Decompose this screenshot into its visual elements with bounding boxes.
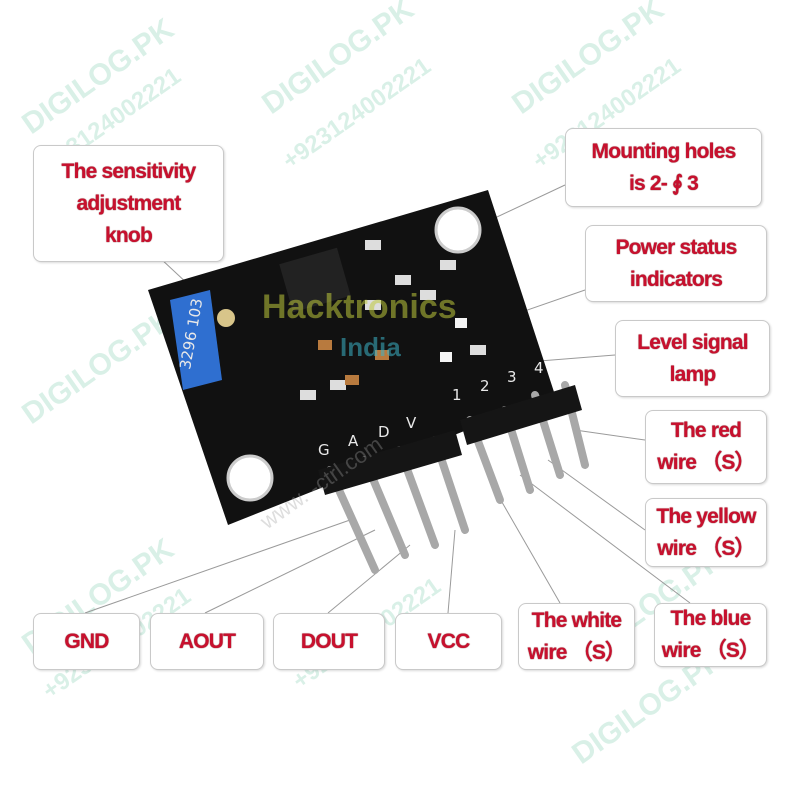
power-led <box>455 318 467 328</box>
label-text: Mounting holes <box>591 139 737 163</box>
label-text: adjustment <box>76 191 181 215</box>
label-text: lamp <box>669 362 717 386</box>
pin-label-4: 4 <box>534 359 544 377</box>
header-block-right <box>460 385 582 445</box>
label-red-wire: The red wire （S） <box>645 410 767 484</box>
label-vcc: VCC <box>395 613 502 670</box>
mounting-hole <box>226 454 274 502</box>
label-text: The sensitivity <box>61 159 197 183</box>
level-signal-led <box>440 352 452 362</box>
label-mounting-holes: Mounting holes is 2- ∮ 3 <box>565 128 762 207</box>
label-text: indicators <box>629 267 723 291</box>
pcb-board <box>148 190 555 525</box>
label-text: wire （S） <box>657 451 755 474</box>
label-gnd: GND <box>33 613 140 670</box>
label-text: The blue <box>670 607 752 630</box>
pin-label-v: V <box>406 414 417 432</box>
label-yellow-wire: The yellow wire （S） <box>645 498 767 567</box>
label-sensitivity-knob: The sensitivity adjustment knob <box>33 145 224 262</box>
label-text: AOUT <box>178 629 236 653</box>
mounting-hole <box>434 206 482 254</box>
label-text: wire （S） <box>527 640 626 664</box>
smd-components <box>300 240 486 400</box>
pin-label-a: A <box>348 432 359 450</box>
potentiometer-screw <box>217 309 235 327</box>
header-block-left <box>318 430 462 495</box>
pin-label-d: D <box>378 423 390 441</box>
pin-label-g: G <box>318 441 330 459</box>
label-text: wire （S） <box>661 639 760 662</box>
leader-lines <box>84 184 691 614</box>
chip <box>279 247 351 313</box>
label-text: The white <box>531 608 622 632</box>
label-text: DOUT <box>300 629 358 653</box>
label-text: Level signal <box>637 330 748 354</box>
pin-label-1: 1 <box>452 386 462 404</box>
label-text: The yellow <box>656 504 756 528</box>
pin-label-2: 2 <box>480 377 490 395</box>
capacitors <box>318 340 389 385</box>
label-power-status: Power status indicators <box>585 225 767 302</box>
label-text: VCC <box>427 629 471 653</box>
label-text: GND <box>64 629 109 653</box>
label-text: knob <box>105 223 153 247</box>
label-text: wire （S） <box>657 536 755 560</box>
label-blue-wire: The blue wire （S） <box>654 603 767 667</box>
label-level-signal: Level signal lamp <box>615 320 770 397</box>
pin-label-3: 3 <box>507 368 517 386</box>
label-white-wire: The white wire （S） <box>518 603 635 670</box>
potentiometer <box>170 290 222 390</box>
watermark-overlay: India <box>340 332 401 362</box>
label-aout: AOUT <box>150 613 264 670</box>
label-text: Power status <box>615 235 737 259</box>
watermark-overlay: Hacktronics <box>262 288 457 326</box>
label-dout: DOUT <box>273 613 385 670</box>
label-text: is 2- ∮ 3 <box>628 171 699 195</box>
label-text: The red <box>670 419 742 442</box>
